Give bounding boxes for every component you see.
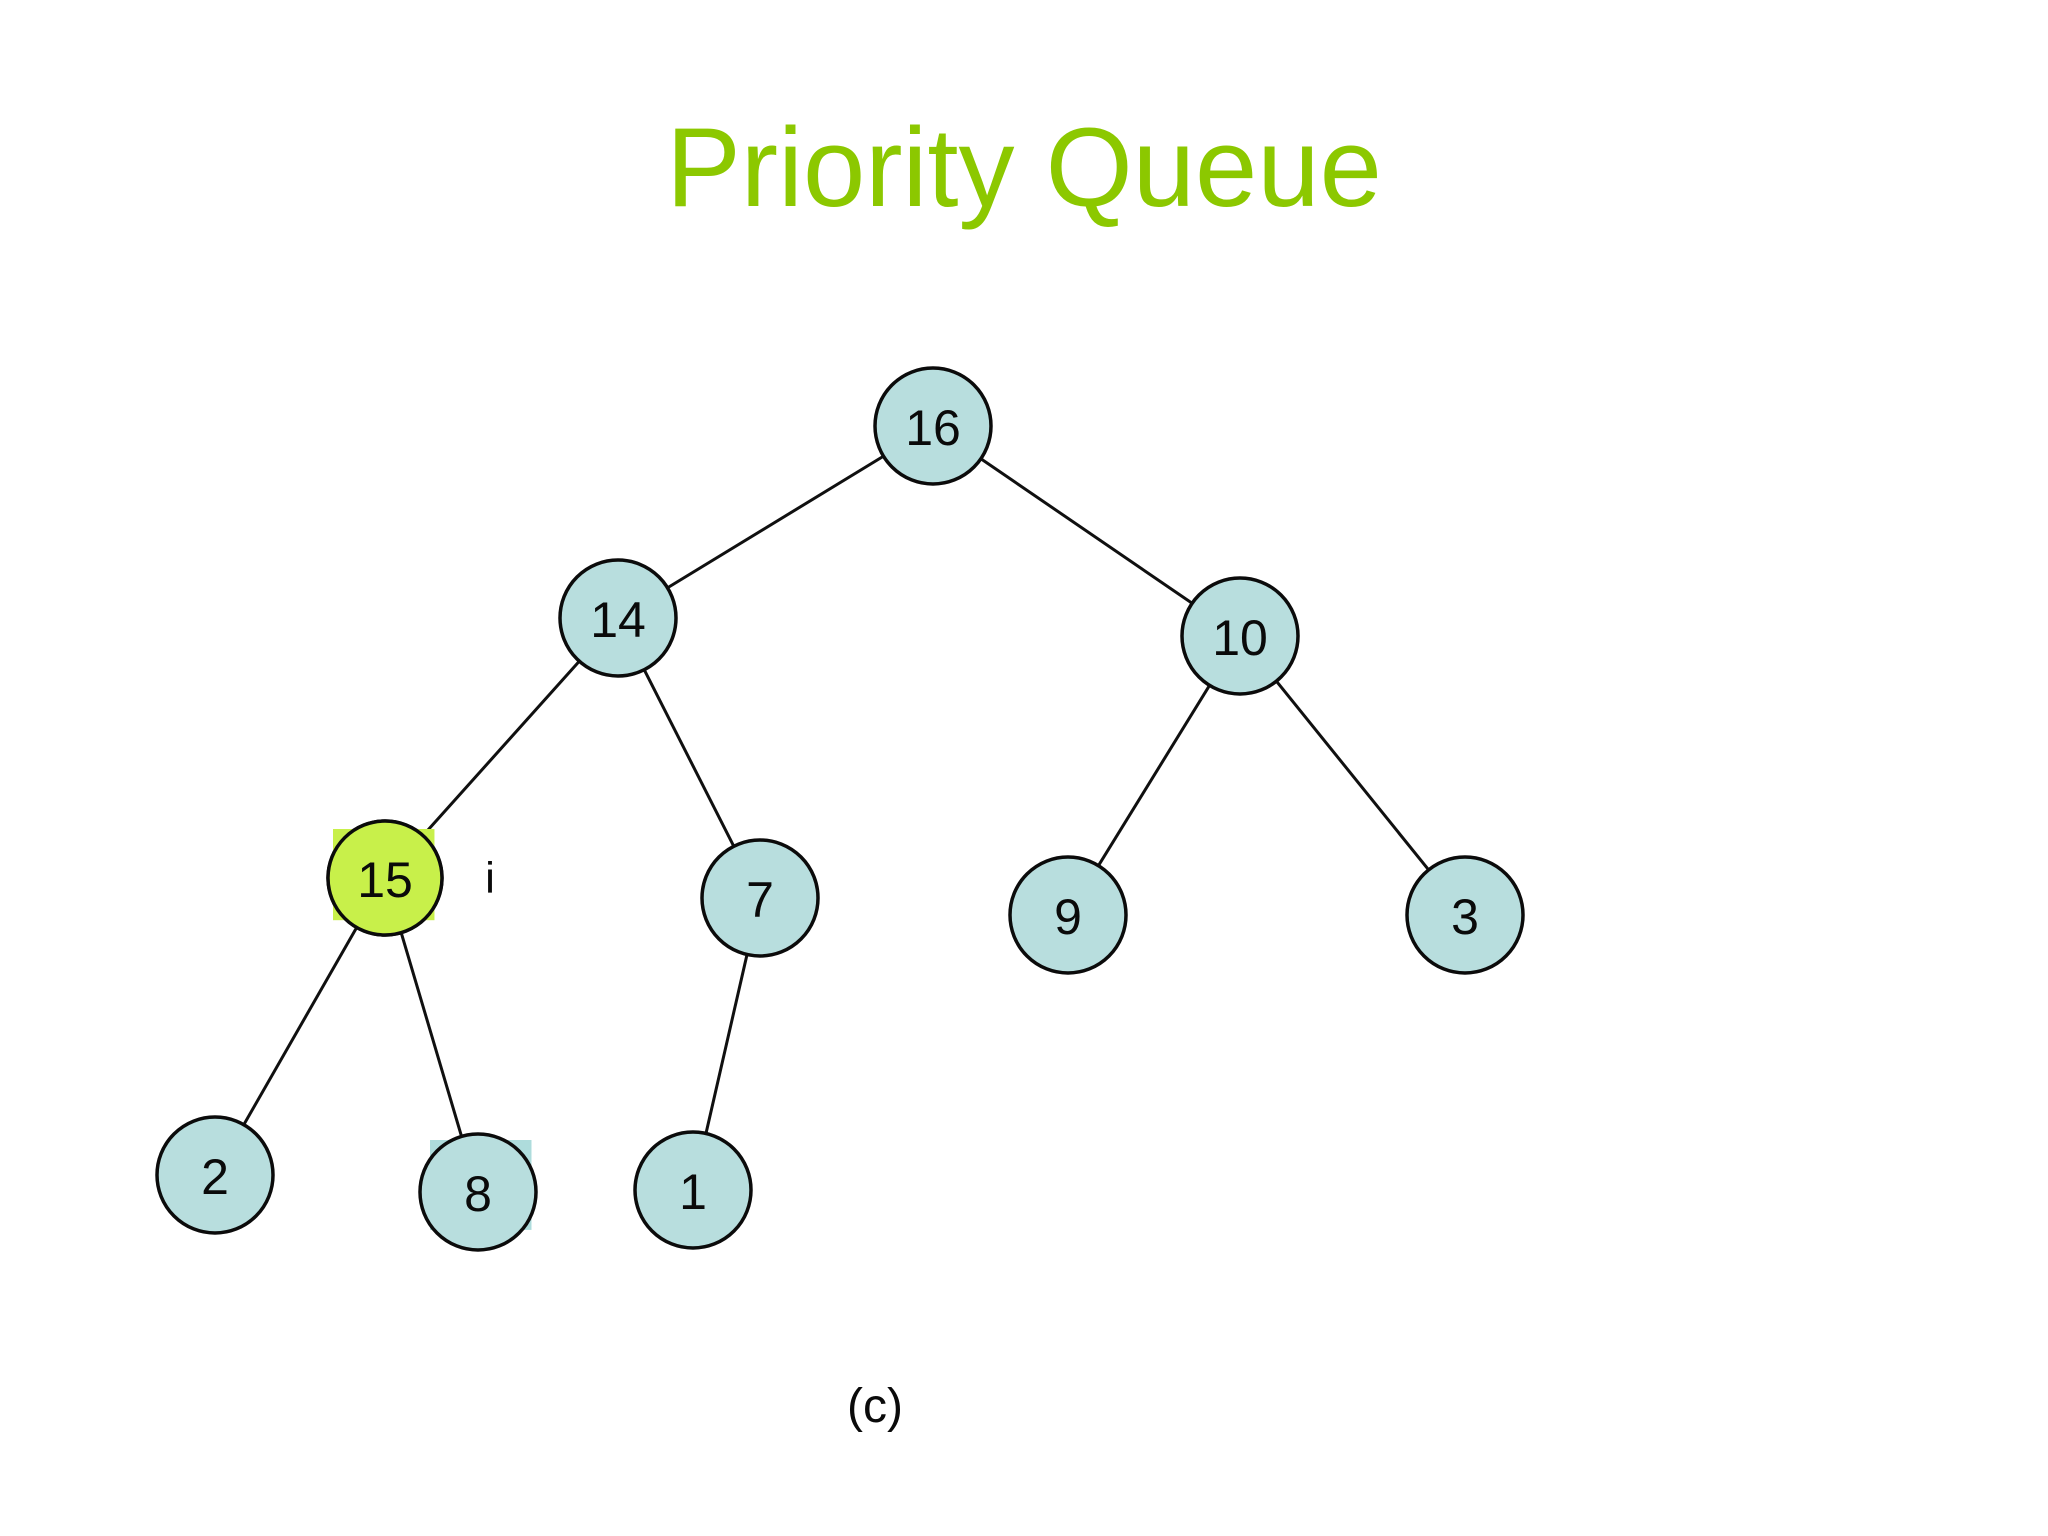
node-circle: [1180, 576, 1300, 696]
node-value-label: 3: [1451, 889, 1479, 945]
node-value-label: 9: [1054, 889, 1082, 945]
tree-edges-group: [240, 452, 1433, 1141]
tree-node[interactable]: 2: [155, 1115, 275, 1235]
tree-node[interactable]: 8: [418, 1132, 538, 1252]
tree-edge: [703, 950, 750, 1138]
tree-annotations-group: i: [485, 854, 495, 903]
node-value-label: 1: [679, 1164, 707, 1220]
node-value-label: 16: [905, 400, 961, 456]
node-circle: [418, 1132, 538, 1252]
node-value-label: 14: [590, 592, 646, 648]
node-value-label: 7: [746, 872, 774, 928]
tree-node[interactable]: 16: [873, 366, 993, 486]
tree-node[interactable]: 1: [633, 1130, 753, 1250]
node-value-label: 15: [357, 852, 413, 908]
node-value-label: 2: [201, 1149, 229, 1205]
index-annotation-label: i: [485, 854, 495, 903]
node-circle: [155, 1115, 275, 1235]
tree-node[interactable]: 14: [558, 558, 678, 678]
tree-node[interactable]: 3: [1405, 855, 1525, 975]
tree-edge: [1272, 677, 1433, 874]
tree-edge: [1095, 681, 1213, 870]
tree-nodes-group: 16 14 10 15 7 9 3 2 8 1: [155, 366, 1525, 1252]
tree-edge: [419, 657, 584, 840]
tree-node[interactable]: 7: [700, 838, 820, 958]
node-circle: [1405, 855, 1525, 975]
tree-edge: [240, 923, 360, 1129]
tree-edge: [663, 452, 888, 592]
node-outline: [326, 819, 444, 937]
tree-edge: [398, 928, 465, 1141]
node-circle: [700, 838, 820, 958]
tree-edge: [641, 665, 737, 851]
tree-node[interactable]: 10: [1180, 576, 1300, 696]
node-circle: [1008, 855, 1128, 975]
node-circle: [558, 558, 678, 678]
page-title: Priority Queue: [666, 105, 1382, 230]
node-circle: [633, 1130, 753, 1250]
tree-node[interactable]: 9: [1008, 855, 1128, 975]
tree-node[interactable]: 15: [326, 819, 444, 937]
node-value-label: 8: [464, 1166, 492, 1222]
figure-caption: (c): [847, 1380, 903, 1433]
node-circle: [873, 366, 993, 486]
tree-edge: [976, 455, 1197, 607]
node-value-label: 10: [1212, 610, 1268, 666]
node-highlight-fill: [328, 821, 442, 935]
